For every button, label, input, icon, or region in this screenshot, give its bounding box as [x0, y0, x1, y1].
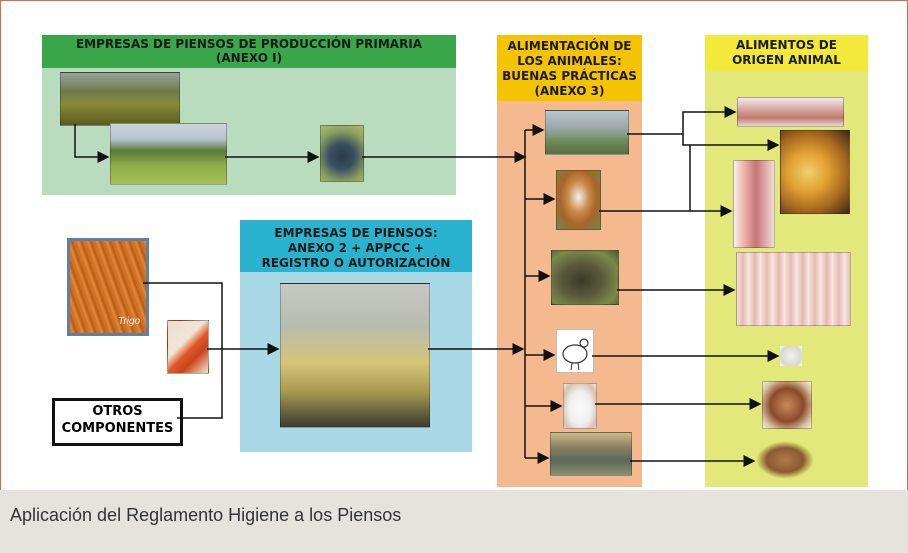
arrow-sheep-to-ham [627, 106, 737, 135]
dairy-products-photo [780, 130, 850, 214]
sheep-photo [545, 110, 629, 155]
animal-feeding-header: ALIMENTACIÓN DE LOS ANIMALES: BUENAS PRÁ… [497, 39, 642, 99]
arrow-grass-to-hay [74, 124, 110, 163]
slaughterhouse-photo [736, 252, 851, 326]
feed-header-line1: EMPRESAS DE PIENSOS: [274, 226, 438, 240]
primary-header-line2: (ANEXO I) [215, 51, 283, 65]
pig-photo [551, 250, 619, 305]
feed-header-line2: ANEXO 2 + APPCC + [287, 241, 425, 255]
other-components-line2: COMPONENTES [61, 421, 174, 436]
feeding-header-line2: LOS ANIMALES: [517, 54, 622, 68]
chicken-drawing [556, 329, 594, 373]
corn-photo [167, 320, 209, 374]
food-header-line1: ALIMENTOS DE [736, 38, 837, 52]
feed-header-line3: REGISTRO O AUTORIZACIÓN [261, 256, 451, 270]
arrow-other-to-feed [177, 349, 223, 419]
hay-field-photo [110, 123, 227, 185]
meat-carcass-photo [733, 160, 775, 248]
caption-bar [0, 490, 908, 553]
arrow-cow-to-dairy [599, 145, 691, 212]
arrow-wheat-to-feed [143, 282, 223, 349]
chicken-icon [562, 338, 589, 371]
primary-production-header: EMPRESAS DE PIENSOS DE PRODUCCIÓN PRIMAR… [42, 37, 456, 65]
feeding-header-line1: ALIMENTACIÓN DE [507, 39, 632, 53]
hen-photo [563, 383, 597, 429]
animal-feeding-header-bg [497, 35, 642, 101]
feed-business-header: EMPRESAS DE PIENSOS: ANEXO 2 + APPCC + R… [240, 226, 472, 271]
figure-caption: Aplicación del Reglamento Higiene a los … [10, 505, 402, 525]
feed-business-header-bg [240, 220, 472, 272]
fish-farm-photo [550, 432, 632, 476]
cow-photo [556, 170, 601, 230]
arrow-sheep-to-dairy [682, 134, 780, 151]
feeding-header-line3: BUENAS PRÁCTICAS [502, 69, 637, 83]
wheat-photo [67, 238, 149, 336]
animal-food-header: ALIMENTOS DE ORIGEN ANIMAL [705, 38, 868, 68]
primary-production-header-bg [42, 35, 456, 68]
harvester-photo [320, 125, 364, 182]
feeding-header-line4: (ANEXO 3) [534, 84, 605, 98]
other-components-box: OTROS COMPONENTES [52, 398, 183, 446]
food-header-line2: ORIGEN ANIMAL [732, 53, 841, 67]
other-components-line1: OTROS [92, 404, 143, 419]
primary-header-line1: EMPRESAS DE PIENSOS DE PRODUCCIÓN PRIMAR… [75, 37, 423, 51]
flatfish-photo [756, 441, 814, 479]
flow-arrows [74, 106, 780, 467]
animal-food-header-bg [705, 35, 868, 71]
control-room-photo [280, 283, 430, 428]
egg-photo [780, 346, 802, 366]
ham-photo [737, 97, 844, 127]
seafood-dish-photo [762, 381, 812, 429]
wheat-label: Trigo [118, 316, 141, 327]
